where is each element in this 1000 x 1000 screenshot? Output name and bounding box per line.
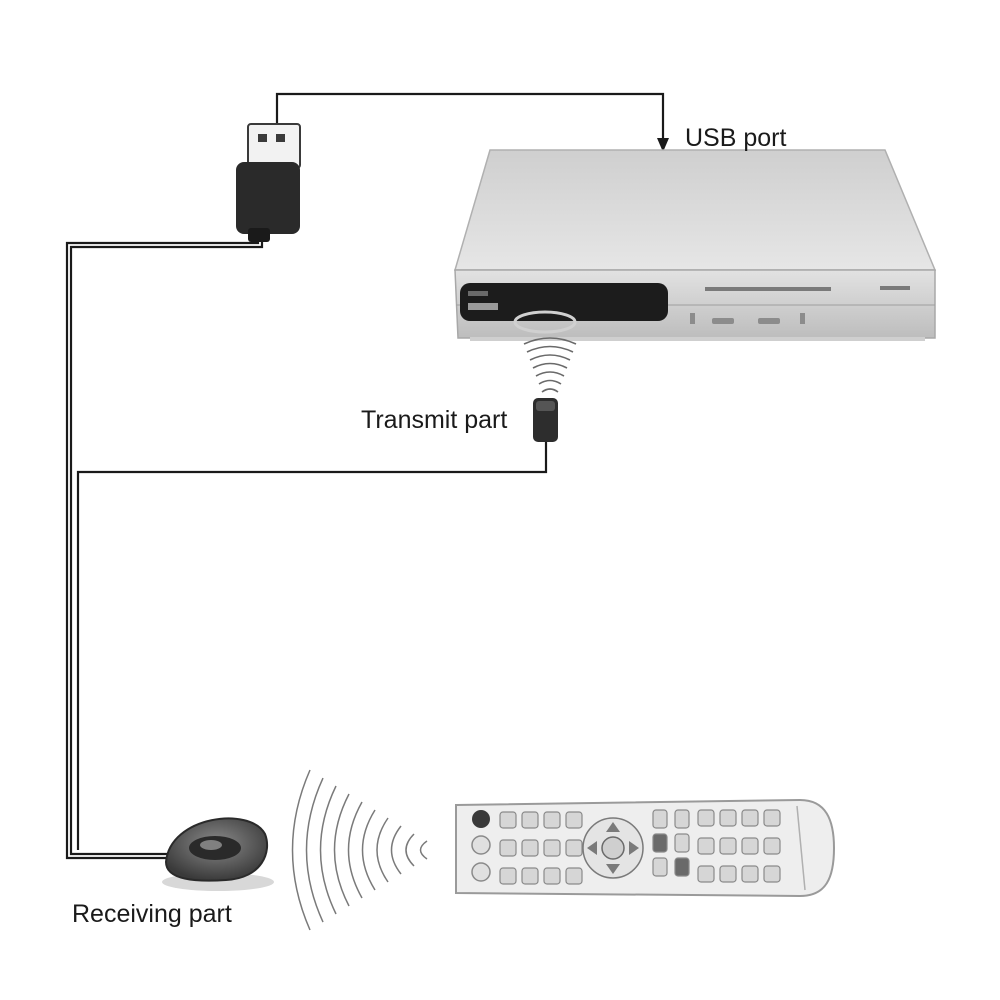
remote-control-icon [455, 798, 836, 898]
ir-receiver-icon [162, 817, 274, 891]
usb-plug-icon [236, 123, 301, 242]
ir-transmitter-icon [533, 398, 558, 442]
receiving-part-label: Receiving part [72, 900, 232, 928]
set-top-box-icon [454, 149, 937, 341]
transmit-part-label: Transmit part [361, 406, 508, 434]
ir-signal-icon [523, 337, 577, 393]
cable-usb-to-receiver-a [65, 238, 260, 860]
usb-port-label: USB port [685, 124, 787, 152]
cable-usb-to-receiver-b [69, 238, 264, 856]
cable-usb-to-port [275, 92, 665, 140]
cable-transmitter [76, 440, 548, 850]
usb-port-arrow [657, 138, 669, 152]
ir-signal-icon [291, 769, 428, 931]
